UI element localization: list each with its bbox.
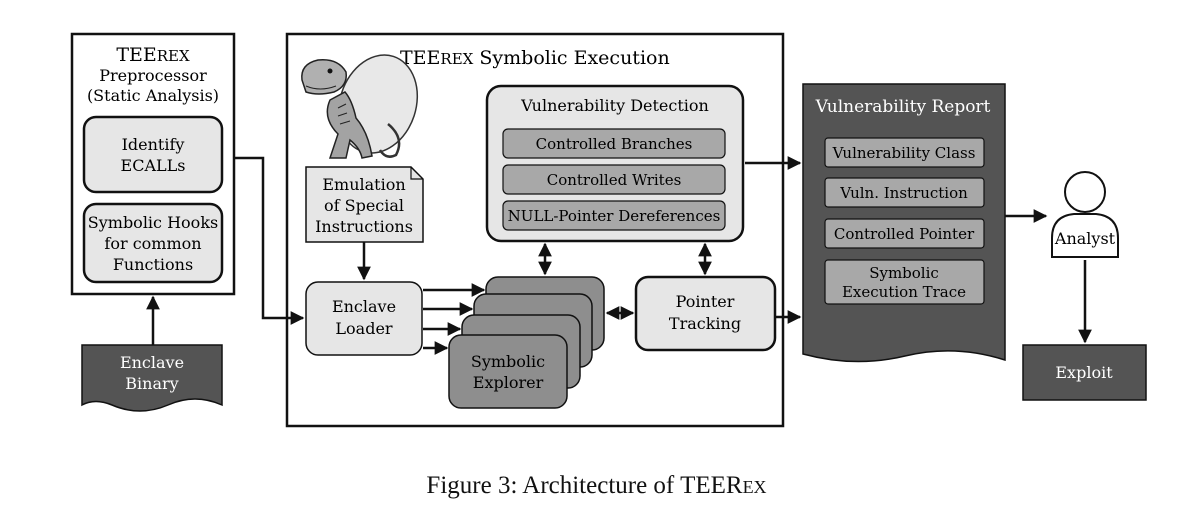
report-item-vuln-instruction: Vuln. Instruction [824, 177, 985, 208]
svg-text:of Special: of Special [324, 196, 404, 215]
identify-ecalls-box: Identify ECALLs [82, 115, 224, 194]
preprocessor-title: TEERex [116, 44, 190, 66]
enclave-binary-document: Enclave Binary [81, 344, 223, 412]
detection-item-null-pointer: NULL-Pointer Dereferences [502, 200, 726, 231]
vulnerability-detection-box: Vulnerability Detection Controlled Branc… [485, 84, 745, 243]
preprocessor-subtitle: Preprocessor [99, 66, 207, 85]
report-item-vulnerability-class: Vulnerability Class [824, 137, 985, 168]
svg-text:for common: for common [104, 234, 201, 253]
emulation-note: Emulation of Special Instructions [305, 166, 424, 243]
vulnerability-report-document: Vulnerability Report Vulnerability Class… [802, 83, 1006, 363]
svg-text:Instructions: Instructions [315, 217, 413, 236]
dinosaur-mascot-icon [301, 54, 419, 159]
svg-text:Tracking: Tracking [669, 314, 741, 333]
vulnerability-detection-title: Vulnerability Detection [520, 96, 709, 115]
svg-text:Enclave: Enclave [120, 353, 184, 372]
symbolic-explorer-label: Symbolic [471, 352, 545, 371]
svg-text:Loader: Loader [335, 319, 393, 338]
enclave-loader-box: Enclave Loader [305, 281, 423, 356]
svg-text:NULL-Pointer Dereferences: NULL-Pointer Dereferences [508, 207, 721, 225]
pointer-tracking-box: Pointer Tracking [634, 275, 777, 352]
symbolic-explorer-stack: Symbolic Explorer [448, 276, 605, 409]
symbolic-hooks-box: Symbolic Hooks for common Functions [82, 202, 224, 284]
svg-text:ECALLs: ECALLs [121, 156, 186, 175]
svg-text:Enclave: Enclave [332, 297, 396, 316]
svg-text:Identify: Identify [122, 135, 185, 154]
preprocessor-panel: TEERex Preprocessor (Static Analysis) Id… [70, 32, 236, 296]
figure-caption: Figure 3: Architecture of TEERex [426, 472, 767, 499]
detection-item-controlled-branches: Controlled Branches [502, 128, 726, 159]
svg-text:Vuln. Instruction: Vuln. Instruction [839, 184, 968, 202]
svg-text:Symbolic: Symbolic [869, 264, 939, 282]
analyst-figure: Analyst [1051, 171, 1119, 258]
svg-text:Exploit: Exploit [1055, 363, 1113, 382]
svg-text:Controlled Branches: Controlled Branches [536, 135, 693, 153]
analyst-label: Analyst [1054, 229, 1116, 248]
symbolic-execution-title: TEERex Symbolic Execution [400, 47, 670, 69]
svg-text:Binary: Binary [125, 374, 178, 393]
vulnerability-report-title: Vulnerability Report [815, 97, 991, 117]
svg-text:Execution Trace: Execution Trace [842, 283, 966, 301]
svg-text:Pointer: Pointer [676, 292, 735, 311]
svg-text:Vulnerability Class: Vulnerability Class [832, 144, 976, 162]
svg-text:Emulation: Emulation [322, 175, 405, 194]
detection-item-controlled-writes: Controlled Writes [502, 164, 726, 195]
svg-text:Controlled Writes: Controlled Writes [547, 171, 682, 189]
report-item-execution-trace: Symbolic Execution Trace [824, 259, 985, 305]
svg-text:Functions: Functions [113, 255, 193, 274]
report-item-controlled-pointer: Controlled Pointer [824, 218, 985, 249]
arrow-preprocessor-to-loader [234, 156, 305, 325]
svg-text:Symbolic Hooks: Symbolic Hooks [88, 213, 218, 232]
preprocessor-static-analysis: (Static Analysis) [87, 86, 219, 105]
svg-text:Explorer: Explorer [473, 373, 544, 392]
person-icon [1051, 171, 1119, 258]
exploit-box: Exploit [1022, 344, 1147, 401]
svg-text:Controlled Pointer: Controlled Pointer [834, 225, 975, 243]
